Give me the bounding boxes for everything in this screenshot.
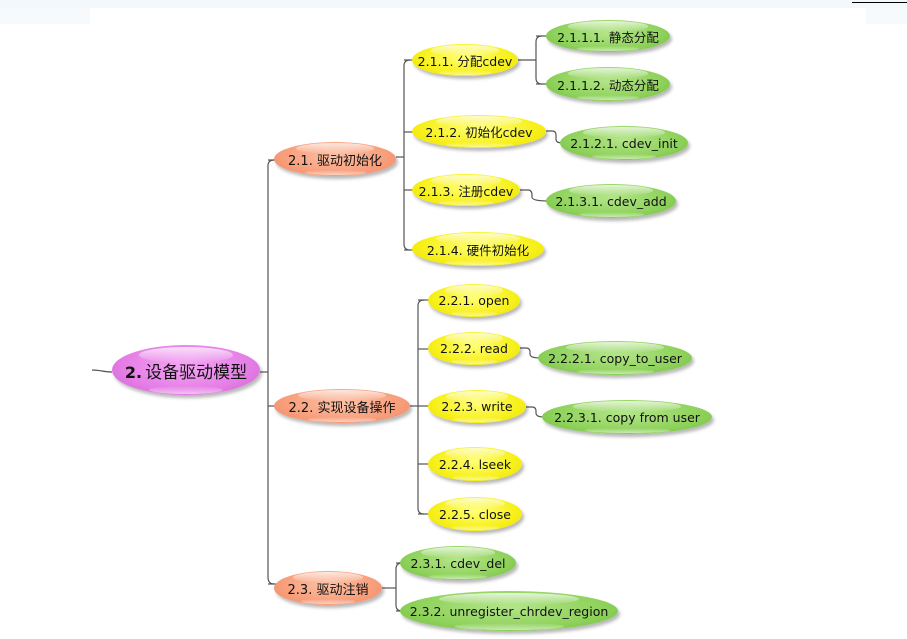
node-2-3[interactable]: 2.3. 驱动注销: [274, 571, 382, 605]
node-2-3-2[interactable]: 2.3.2. unregister_chrdev_region: [400, 591, 618, 631]
node-2-2-3[interactable]: 2.2.3. write: [428, 390, 526, 423]
top-band: [0, 0, 907, 8]
node-2-3-1[interactable]: 2.3.1. cdev_del: [400, 546, 516, 580]
right-band: [866, 8, 907, 24]
node-2-2-4[interactable]: 2.2.4. lseek: [428, 447, 522, 481]
left-band: [0, 8, 90, 24]
node-2-2-5[interactable]: 2.2.5. close: [428, 497, 522, 531]
node-2-1[interactable]: 2.1. 驱动初始化: [274, 142, 396, 176]
node-2-1-2[interactable]: 2.1.2. 初始化cdev: [412, 115, 546, 148]
node-2-1-1-2[interactable]: 2.1.1.2. 动态分配: [546, 67, 670, 101]
node-2-2[interactable]: 2.2. 实现设备操作: [274, 389, 410, 423]
root-node-label: 2.设备驱动模型: [124, 362, 248, 383]
node-2-1-4[interactable]: 2.1.4. 硬件初始化: [412, 232, 544, 266]
node-2-1-1[interactable]: 2.1.1. 分配cdev: [412, 44, 518, 76]
node-2-2-2[interactable]: 2.2.2. read: [428, 332, 520, 365]
root-node[interactable]: 2.设备驱动模型: [112, 345, 260, 395]
node-2-2-3-1[interactable]: 2.2.3.1. copy from user: [542, 400, 712, 434]
node-2-1-3-1[interactable]: 2.1.3.1. cdev_add: [546, 184, 676, 218]
node-2-2-2-1[interactable]: 2.2.2.1. copy_to_user: [538, 341, 692, 375]
root-incoming-line: [91, 369, 113, 373]
top-rule: [852, 2, 907, 3]
node-2-1-1-1[interactable]: 2.1.1.1. 静态分配: [546, 20, 670, 52]
node-2-1-3[interactable]: 2.1.3. 注册cdev: [412, 174, 520, 206]
node-2-2-1[interactable]: 2.2.1. open: [428, 284, 520, 317]
node-2-1-2-1[interactable]: 2.1.2.1. cdev_init: [560, 126, 688, 160]
